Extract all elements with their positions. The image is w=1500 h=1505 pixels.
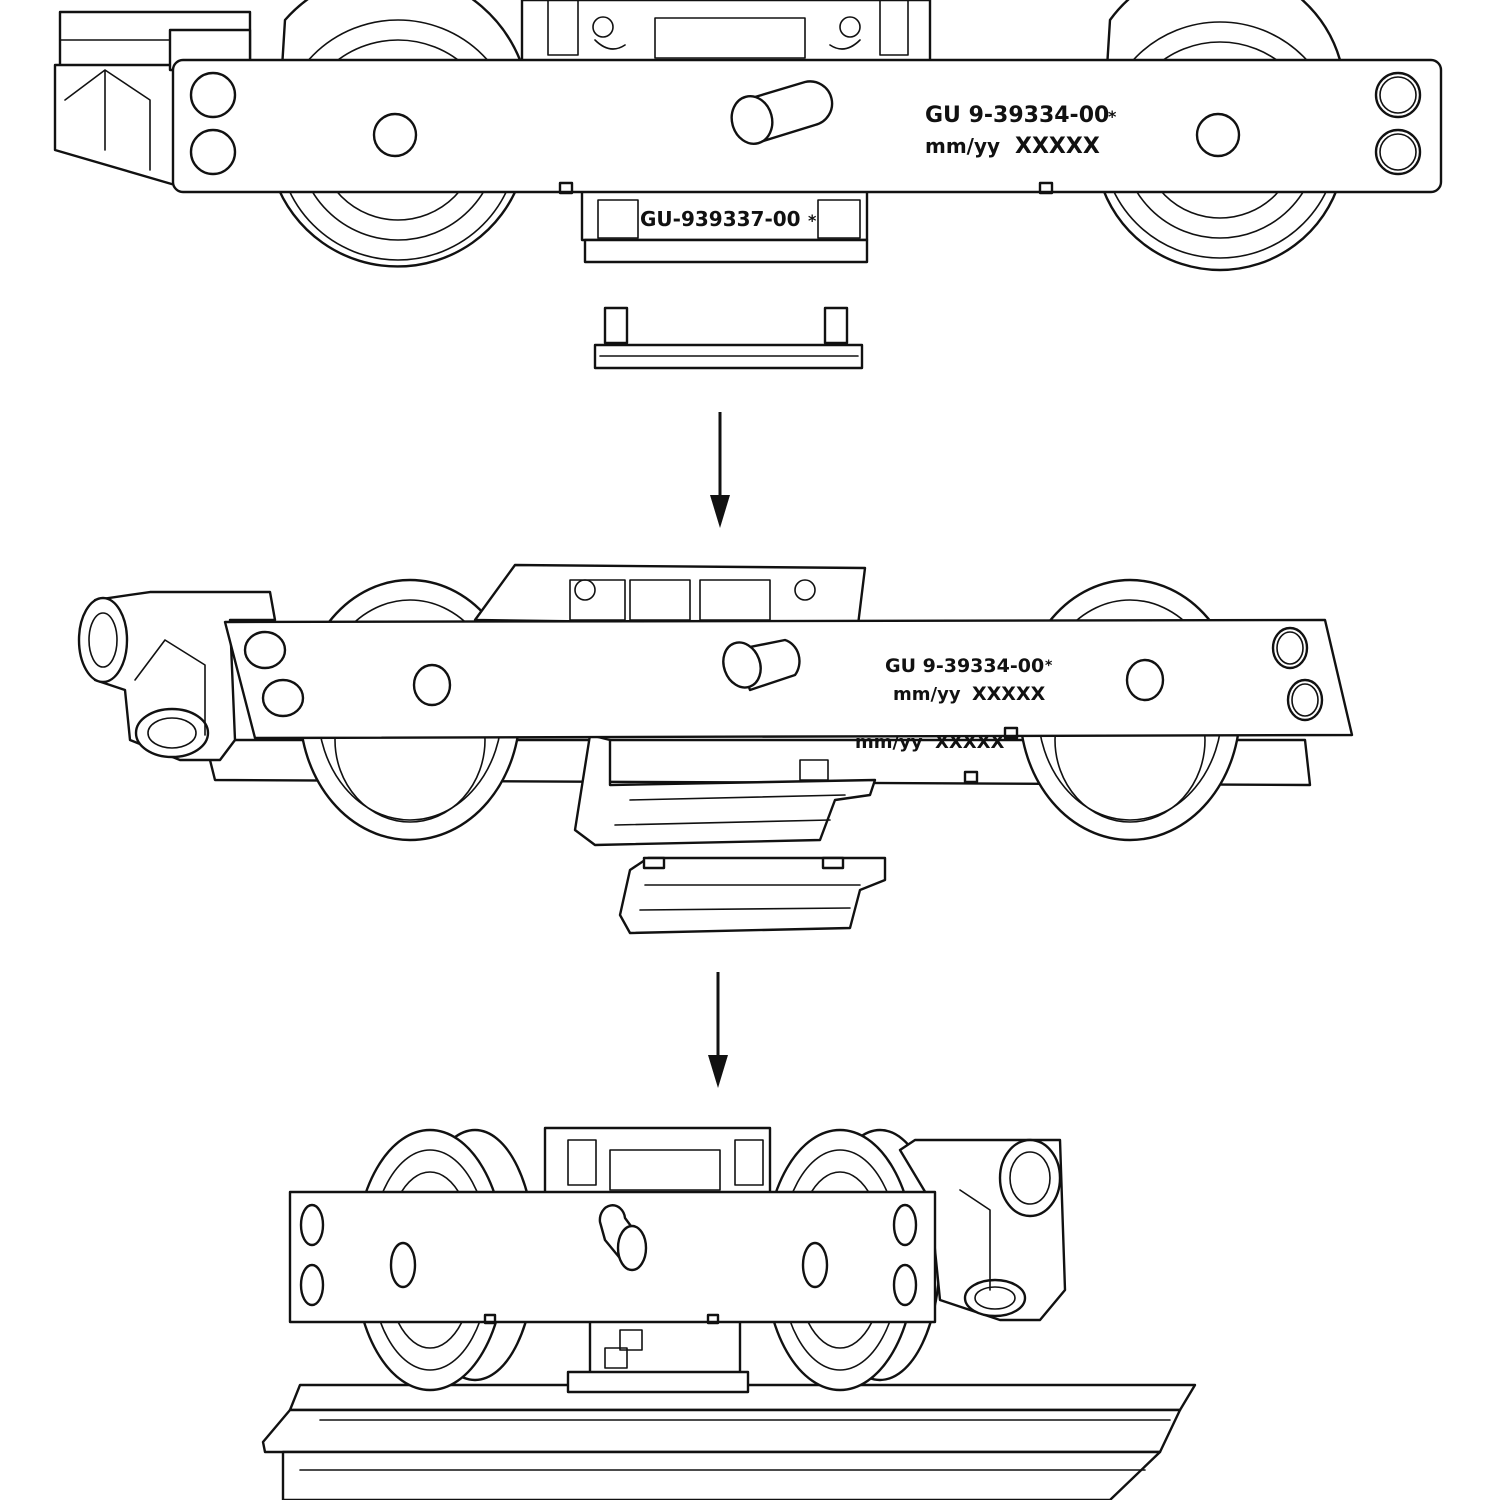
- step1-plate-serial: XXXXX: [1015, 134, 1100, 159]
- step2-plate-star: *: [1045, 658, 1053, 674]
- step1-main-plate: GU 9-39334-00 * mm/yy XXXXX: [171, 58, 1443, 195]
- step2-plate-hole-tr: [1271, 626, 1309, 670]
- step2-main-plate: GU 9-39334-00 * mm/yy XXXXX: [223, 618, 1354, 740]
- step2-housing: [473, 563, 867, 627]
- step1-plate-hole-bl: [189, 128, 237, 176]
- step3-rail: [261, 1383, 1197, 1502]
- step1-housing: [520, 0, 932, 67]
- step1-plate-star: *: [1108, 107, 1117, 126]
- step3-housing: [543, 1126, 772, 1195]
- arrow-down-2: [708, 972, 728, 1088]
- step1-plate-hole-br: [1374, 128, 1422, 176]
- step1-plate-hole-l: [372, 112, 418, 158]
- step3-carriage: [261, 1126, 1197, 1502]
- step1-plate-hole-r: [1195, 112, 1241, 158]
- step2-plate-part-number: GU 9-39334-00: [885, 655, 1044, 677]
- step3-plate-hole-br: [892, 1263, 918, 1307]
- step3-plate-hole-tl: [299, 1203, 325, 1247]
- step2-carriage: mm/yy XXXXX: [77, 563, 1354, 847]
- step2-plate-hole-br: [1286, 678, 1324, 722]
- step1-clip-part-number: GU-939337-00: [640, 207, 801, 231]
- step2-plate-date-code: mm/yy: [893, 684, 961, 705]
- step2-plate-hole-r: [1125, 658, 1165, 702]
- step2-plate-serial: XXXXX: [972, 683, 1046, 705]
- step1-plate-date-code: mm/yy: [925, 134, 1000, 158]
- step2-detached-clip: [618, 856, 887, 935]
- step1-detached-clip: [593, 306, 864, 370]
- step3-plate-hole-tr: [892, 1203, 918, 1247]
- arrow-down-1: [710, 412, 730, 528]
- step1-clip-star: *: [808, 211, 817, 230]
- step2-pin: [722, 638, 801, 692]
- step2-plate-hole-l: [412, 663, 452, 707]
- step1-lower-clip: GU-939337-00 *: [580, 183, 869, 264]
- step3-pin: [598, 1204, 648, 1272]
- step2-lower-clip: [573, 733, 877, 847]
- step3-plate-hole-bl: [299, 1263, 325, 1307]
- step1-plate-part-number: GU 9-39334-00: [925, 103, 1109, 128]
- step1-plate-hole-tr: [1374, 71, 1422, 119]
- step2-plate-hole-tl: [243, 630, 287, 670]
- step3-lower-clip: [566, 1318, 750, 1394]
- step1-carriage: GU-939337-00 * GU 9-39334-00 * mm/yy X: [53, 0, 1443, 272]
- step3-end-block: [898, 1138, 1067, 1322]
- step3-plate-hole-l: [389, 1241, 417, 1289]
- step3-main-plate: [288, 1190, 937, 1325]
- step3-plate-hole-r: [801, 1241, 829, 1289]
- step1-pin: [730, 80, 834, 145]
- step1-plate-hole-tl: [189, 71, 237, 119]
- step2-plate-hole-bl: [261, 678, 305, 718]
